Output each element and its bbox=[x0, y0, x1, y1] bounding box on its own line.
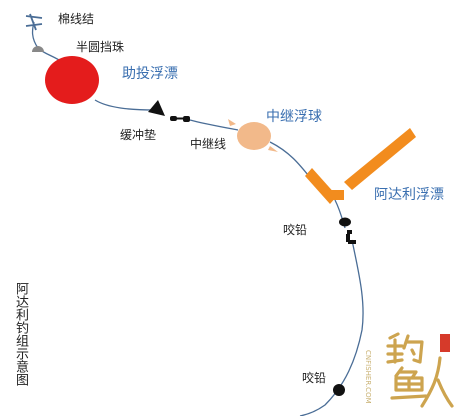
adali-float-icon bbox=[305, 128, 416, 204]
label-buffer-pad: 缓冲垫 bbox=[120, 128, 157, 142]
label-relay-line: 中继线 bbox=[190, 137, 227, 151]
assist-float-icon bbox=[45, 56, 99, 104]
relay-float-icon bbox=[228, 119, 278, 152]
watermark-logo-icon bbox=[386, 332, 454, 408]
label-bite-lead-lower: 咬铅 bbox=[302, 371, 327, 385]
label-half-round-stopper: 半圆挡珠 bbox=[76, 40, 125, 54]
swivel-icon bbox=[170, 116, 190, 122]
bite-lead-lower-icon bbox=[333, 384, 345, 396]
cotton-knot-icon bbox=[25, 13, 43, 31]
watermark-domain: CNFISHER.COM bbox=[364, 350, 372, 404]
label-cotton-knot: 棉线结 bbox=[58, 12, 95, 26]
label-assist-float: 助投浮漂 bbox=[122, 66, 178, 82]
diagram-title: 阿达利钓组示意图 bbox=[13, 282, 28, 386]
label-adali-float: 阿达利浮漂 bbox=[374, 187, 444, 203]
buffer-pad-icon bbox=[148, 100, 165, 116]
label-bite-lead-upper: 咬铅 bbox=[283, 223, 308, 237]
label-relay-float: 中继浮球 bbox=[266, 109, 322, 125]
half-round-stopper-icon bbox=[32, 46, 44, 52]
bite-lead-upper-icon bbox=[339, 217, 356, 244]
